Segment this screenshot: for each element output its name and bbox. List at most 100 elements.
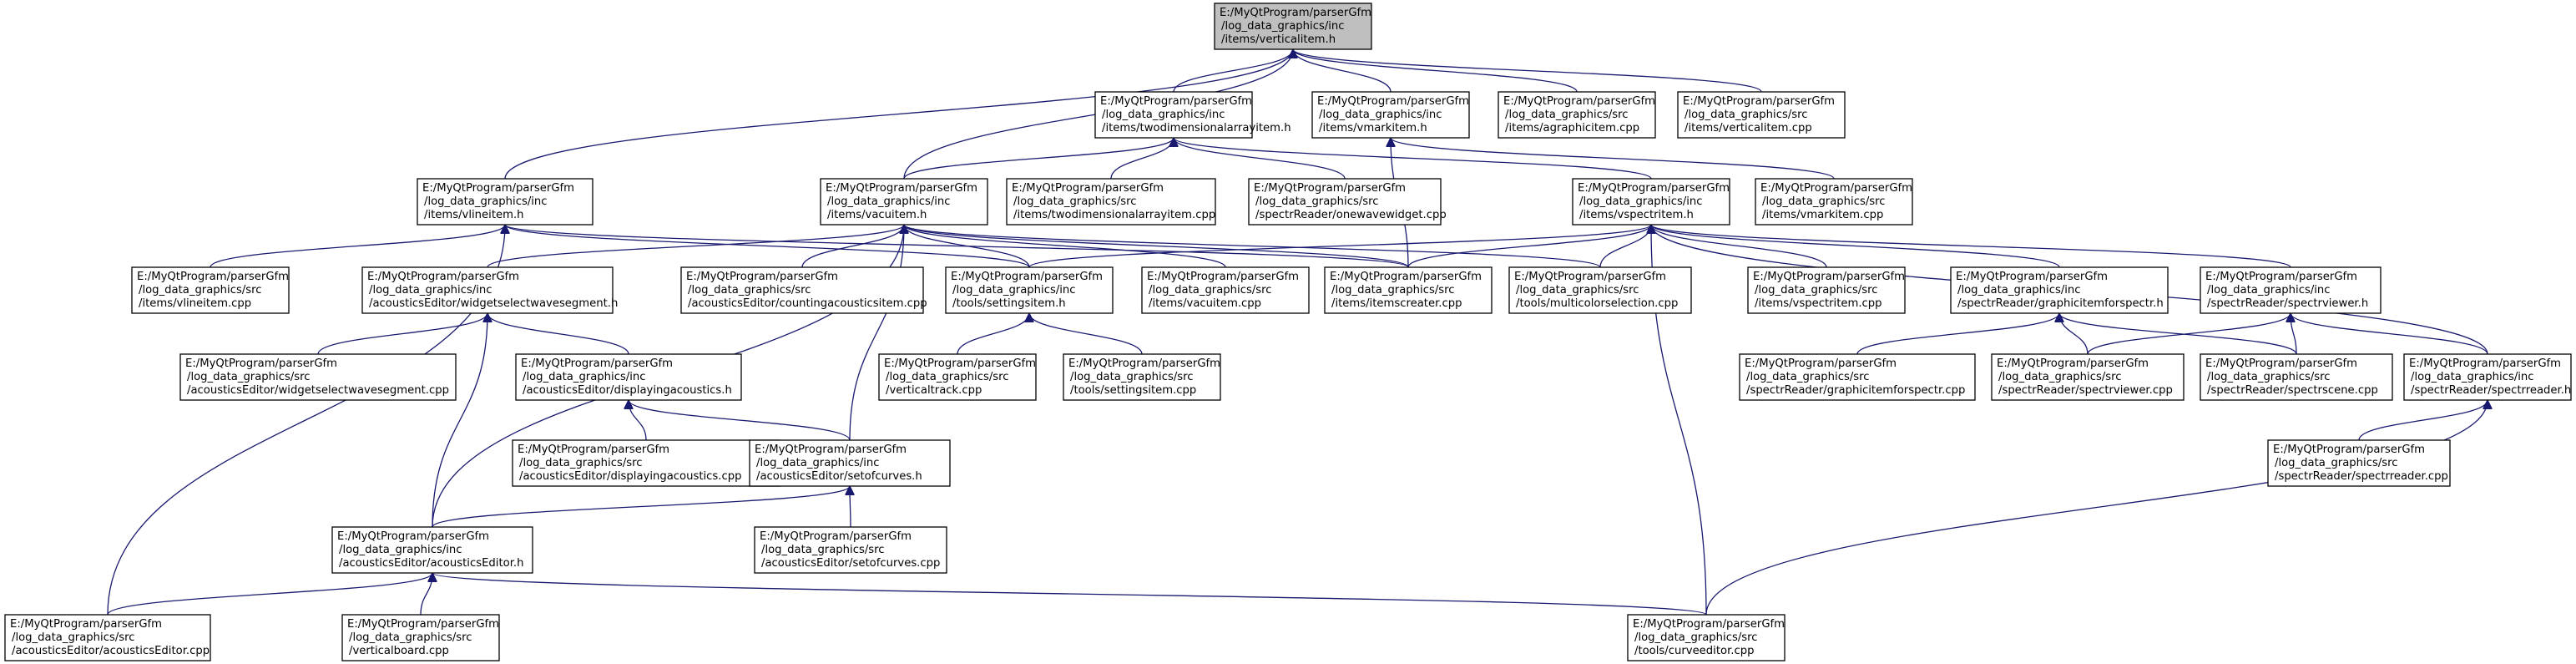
- edge-itemscreater_cpp-to-vacuitem_h: [904, 224, 1409, 268]
- edge-itemscreater_cpp-to-vlineitem_h: [505, 224, 1409, 268]
- edge-settingsitem_h-to-vlineitem_h: [505, 224, 1030, 268]
- node-label-line-3: /items/vspectritem.h: [1579, 209, 1694, 221]
- node-label-line-1: E:/MyQtProgram/parserGfm: [10, 618, 162, 631]
- node-label-line-1: E:/MyQtProgram/parserGfm: [760, 530, 912, 543]
- node-agraphicitem-cpp[interactable]: E:/MyQtProgram/parserGfm/log_data_graphi…: [1498, 91, 1656, 139]
- node-vmarkitem-cpp[interactable]: E:/MyQtProgram/parserGfm/log_data_graphi…: [1755, 178, 1913, 226]
- node-label-line-3: /acousticsEditor/setofcurves.h: [756, 470, 922, 483]
- node-vspectritem-h[interactable]: E:/MyQtProgram/parserGfm/log_data_graphi…: [1572, 178, 1730, 226]
- node-label-line-1: E:/MyQtProgram/parserGfm: [1068, 357, 1220, 370]
- node-box: [2267, 439, 2451, 487]
- node-multicolorselection-cpp[interactable]: E:/MyQtProgram/parserGfm/log_data_graphi…: [1508, 266, 1692, 314]
- edge-acousticsEditor_cpp-to-acousticsEditor_h: [107, 572, 432, 616]
- node-box: [1498, 91, 1656, 139]
- node-box: [2200, 266, 2382, 314]
- node-label-line-2: /log_data_graphics/src: [1013, 195, 1137, 208]
- node-vacuitem-h[interactable]: E:/MyQtProgram/parserGfm/log_data_graphi…: [820, 178, 988, 226]
- node-spectrviewer-cpp[interactable]: E:/MyQtProgram/parserGfm/log_data_graphi…: [1991, 353, 2185, 401]
- node-label-line-1: E:/MyQtProgram/parserGfm: [1317, 95, 1469, 108]
- node-acousticsEditor-cpp[interactable]: E:/MyQtProgram/parserGfm/log_data_graphi…: [4, 614, 211, 661]
- node-label-line-3: /items/vacuitem.cpp: [1149, 297, 1261, 310]
- node-label-line-3: /items/verticalitem.cpp: [1685, 122, 1812, 134]
- node-acousticsEditor-h[interactable]: E:/MyQtProgram/parserGfm/log_data_graphi…: [331, 526, 533, 574]
- node-setofcurves-cpp[interactable]: E:/MyQtProgram/parserGfm/log_data_graphi…: [754, 526, 947, 574]
- node-label-line-2: /log_data_graphics/inc: [1319, 109, 1442, 121]
- node-label-line-3: /spectrReader/graphicitemforspectr.cpp: [1746, 384, 1965, 397]
- node-settingsitem-h[interactable]: E:/MyQtProgram/parserGfm/log_data_graphi…: [945, 266, 1114, 314]
- node-label-line-1: E:/MyQtProgram/parserGfm: [137, 271, 289, 283]
- node-vlineitem-h[interactable]: E:/MyQtProgram/parserGfm/log_data_graphi…: [417, 178, 593, 226]
- node-label-line-2: /log_data_graphics/inc: [523, 371, 646, 383]
- node-displayingacoustics-h[interactable]: E:/MyQtProgram/parserGfm/log_data_graphi…: [515, 353, 742, 401]
- node-vspectritem-cpp[interactable]: E:/MyQtProgram/parserGfm/log_data_graphi…: [1747, 266, 1906, 314]
- node-onewavewidget-cpp[interactable]: E:/MyQtProgram/parserGfm/log_data_graphi…: [1248, 178, 1447, 226]
- node-label-line-1: E:/MyQtProgram/parserGfm: [2205, 357, 2357, 370]
- node-label-line-3: /tools/settingsitem.cpp: [1070, 384, 1196, 397]
- node-label-line-3: /verticalboard.cpp: [349, 645, 449, 657]
- node-box: [754, 526, 947, 574]
- edge-setofcurves_cpp-to-setofcurves_h: [850, 486, 851, 528]
- node-box: [1248, 178, 1442, 226]
- node-box: [1311, 91, 1470, 139]
- node-setofcurves-h[interactable]: E:/MyQtProgram/parserGfm/log_data_graphi…: [749, 439, 951, 487]
- node-spectrscene-cpp[interactable]: E:/MyQtProgram/parserGfm/log_data_graphi…: [2200, 353, 2393, 401]
- node-box: [1677, 91, 1846, 139]
- edge-spectrscene_cpp-to-spectrviewer_h: [2291, 313, 2297, 355]
- node-box: [1950, 266, 2169, 314]
- node-label-line-1: E:/MyQtProgram/parserGfm: [1745, 357, 1897, 370]
- node-label-line-1: E:/MyQtProgram/parserGfm: [1254, 182, 1406, 195]
- node-label-line-2: /log_data_graphics/src: [1505, 109, 1629, 121]
- node-box: [1739, 353, 1976, 401]
- node-verticaltrack-cpp[interactable]: E:/MyQtProgram/parserGfm/log_data_graphi…: [878, 353, 1037, 401]
- node-widgetselectwavesegment-h[interactable]: E:/MyQtProgram/parserGfm/log_data_graphi…: [361, 266, 618, 314]
- node-verticalitem-cpp[interactable]: E:/MyQtProgram/parserGfm/log_data_graphi…: [1677, 91, 1846, 139]
- node-graphicitemforspectr-cpp[interactable]: E:/MyQtProgram/parserGfm/log_data_graphi…: [1739, 353, 1976, 401]
- edge-widgetselectwavesegment_cpp-to-widgetselectwavesegment_h: [317, 312, 487, 355]
- node-itemscreater-cpp[interactable]: E:/MyQtProgram/parserGfm/log_data_graphi…: [1324, 266, 1493, 314]
- node-label-line-3: /spectrReader/spectrreader.h: [2411, 384, 2571, 397]
- node-twodimensionalarrayitem-h[interactable]: E:/MyQtProgram/parserGfm/log_data_graphi…: [1094, 91, 1291, 139]
- node-widgetselectwavesegment-cpp[interactable]: E:/MyQtProgram/parserGfm/log_data_graphi…: [179, 353, 457, 401]
- node-verticalboard-cpp[interactable]: E:/MyQtProgram/parserGfm/log_data_graphi…: [341, 614, 500, 661]
- node-spectrreader-cpp[interactable]: E:/MyQtProgram/parserGfm/log_data_graphi…: [2267, 439, 2451, 487]
- node-label-line-2: /log_data_graphics/inc: [1102, 109, 1225, 121]
- edge-settingsitem_cpp-to-settingsitem_h: [1029, 312, 1143, 355]
- node-twodimensionalarrayitem-cpp[interactable]: E:/MyQtProgram/parserGfm/log_data_graphi…: [1006, 178, 1216, 226]
- node-curveeditor-cpp[interactable]: E:/MyQtProgram/parserGfm/log_data_graphi…: [1627, 614, 1786, 661]
- node-graphicitemforspectr-h[interactable]: E:/MyQtProgram/parserGfm/log_data_graphi…: [1950, 266, 2169, 314]
- node-label-line-1: E:/MyQtProgram/parserGfm: [347, 618, 499, 631]
- node-label-line-2: /log_data_graphics/src: [1762, 195, 1886, 208]
- node-vlineitem-cpp[interactable]: E:/MyQtProgram/parserGfm/log_data_graphi…: [131, 266, 290, 314]
- node-label-line-1: E:/MyQtProgram/parserGfm: [521, 357, 673, 370]
- node-settingsitem-cpp[interactable]: E:/MyQtProgram/parserGfm/log_data_graphi…: [1063, 353, 1221, 401]
- edge-acousticsEditor_h-to-widgetselectwavesegment_h: [432, 313, 487, 528]
- node-vmarkitem-h[interactable]: E:/MyQtProgram/parserGfm/log_data_graphi…: [1311, 91, 1470, 139]
- node-box: [331, 526, 533, 574]
- node-label-line-2: /log_data_graphics/inc: [2411, 371, 2534, 383]
- node-countingacousticsitem-cpp[interactable]: E:/MyQtProgram/parserGfm/log_data_graphi…: [680, 266, 927, 314]
- node-label-line-1: E:/MyQtProgram/parserGfm: [1503, 95, 1655, 108]
- node-box: [417, 178, 593, 226]
- node-label-line-3: /tools/curveeditor.cpp: [1634, 645, 1754, 657]
- node-label-line-1: E:/MyQtProgram/parserGfm: [1100, 95, 1252, 108]
- node-label-line-3: /items/twodimensionalarrayitem.cpp: [1013, 209, 1215, 221]
- node-label-line-3: /spectrReader/spectrviewer.cpp: [1998, 384, 2173, 397]
- edge-vlineitem_h-to-verticalitem_h: [504, 49, 1293, 180]
- node-label-line-2: /log_data_graphics/src: [1746, 371, 1870, 383]
- node-label-line-3: /items/vlineitem.cpp: [139, 297, 251, 310]
- node-label-line-1: E:/MyQtProgram/parserGfm: [1578, 182, 1730, 195]
- node-displayingacoustics-cpp[interactable]: E:/MyQtProgram/parserGfm/log_data_graphi…: [512, 439, 780, 487]
- edge-spectrviewer_cpp-to-spectrviewer_h: [2087, 312, 2291, 355]
- node-verticalitem-h[interactable]: E:/MyQtProgram/parserGfm/log_data_graphi…: [1214, 3, 1372, 50]
- node-box: [4, 614, 211, 661]
- node-label-line-2: /log_data_graphics/src: [139, 284, 262, 297]
- node-vacuitem-cpp[interactable]: E:/MyQtProgram/parserGfm/log_data_graphi…: [1141, 266, 1310, 314]
- node-spectrviewer-h[interactable]: E:/MyQtProgram/parserGfm/log_data_graphi…: [2200, 266, 2382, 314]
- node-label-line-3: /spectrReader/spectrscene.cpp: [2207, 384, 2378, 397]
- node-label-line-1: E:/MyQtProgram/parserGfm: [1753, 271, 1905, 283]
- node-box: [515, 353, 742, 401]
- node-box: [341, 614, 500, 661]
- node-spectrreader-h[interactable]: E:/MyQtProgram/parserGfm/log_data_graphi…: [2403, 353, 2572, 401]
- node-box: [512, 439, 780, 487]
- node-label-line-3: /items/vacuitem.h: [827, 209, 927, 221]
